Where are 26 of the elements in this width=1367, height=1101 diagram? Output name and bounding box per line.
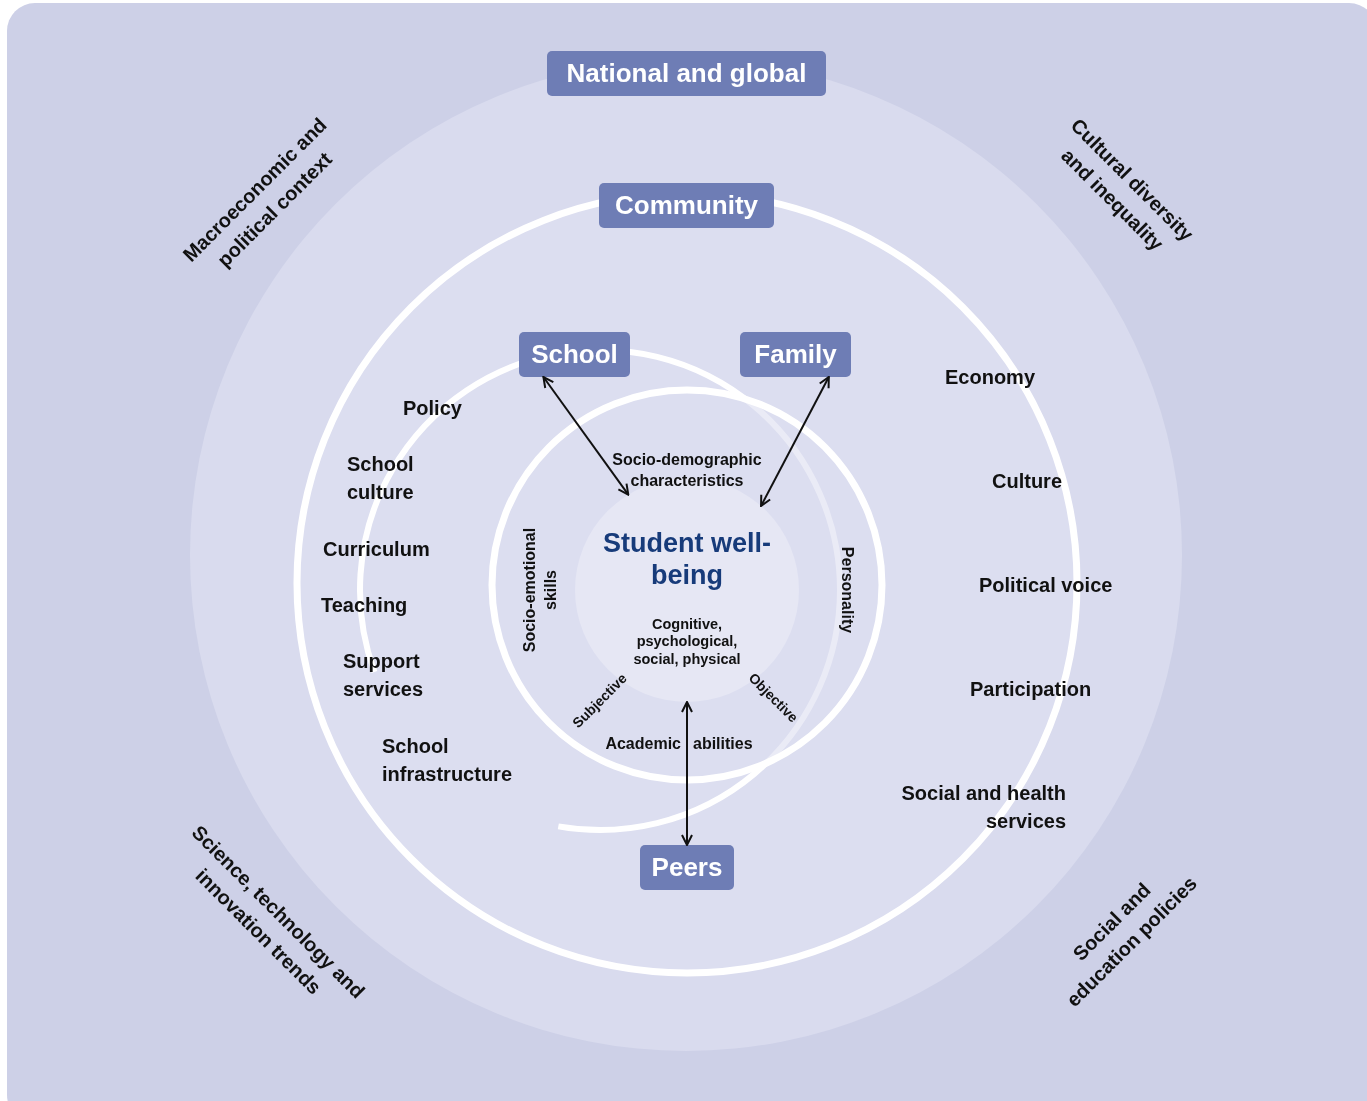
factor-label: Personality [838, 545, 858, 636]
factor-label: Academic [605, 734, 681, 754]
factor-label: School culture [347, 452, 415, 505]
center-subtitle: Cognitive, psychological, social, physical [632, 616, 742, 669]
level-tab: National and global [547, 51, 826, 96]
factor-label: Curriculum [323, 537, 430, 562]
center-title: Student well-being [602, 528, 772, 592]
factor-label: Support services [343, 649, 425, 702]
factor-label: School infrastructure [382, 734, 514, 787]
factor-label: Participation [970, 677, 1092, 702]
factor-label: Political voice [979, 573, 1113, 598]
level-tab: Family [740, 332, 851, 377]
factor-label: Culture [992, 469, 1062, 494]
factor-label: abilities [693, 734, 753, 754]
level-tab: Community [599, 183, 774, 228]
level-tab: Peers [640, 845, 734, 890]
double-arrow [542, 376, 630, 496]
factor-label: Policy [403, 396, 462, 421]
factor-label: Socio-emotional skills [520, 526, 560, 655]
factor-label: Economy [945, 365, 1036, 390]
double-arrow [760, 376, 830, 507]
level-tab: School [519, 332, 630, 377]
factor-label: Social and health services [900, 781, 1066, 834]
double-arrow [681, 701, 693, 846]
factor-label: Teaching [321, 593, 408, 618]
factor-label: Socio-demographic characteristics [611, 450, 763, 491]
